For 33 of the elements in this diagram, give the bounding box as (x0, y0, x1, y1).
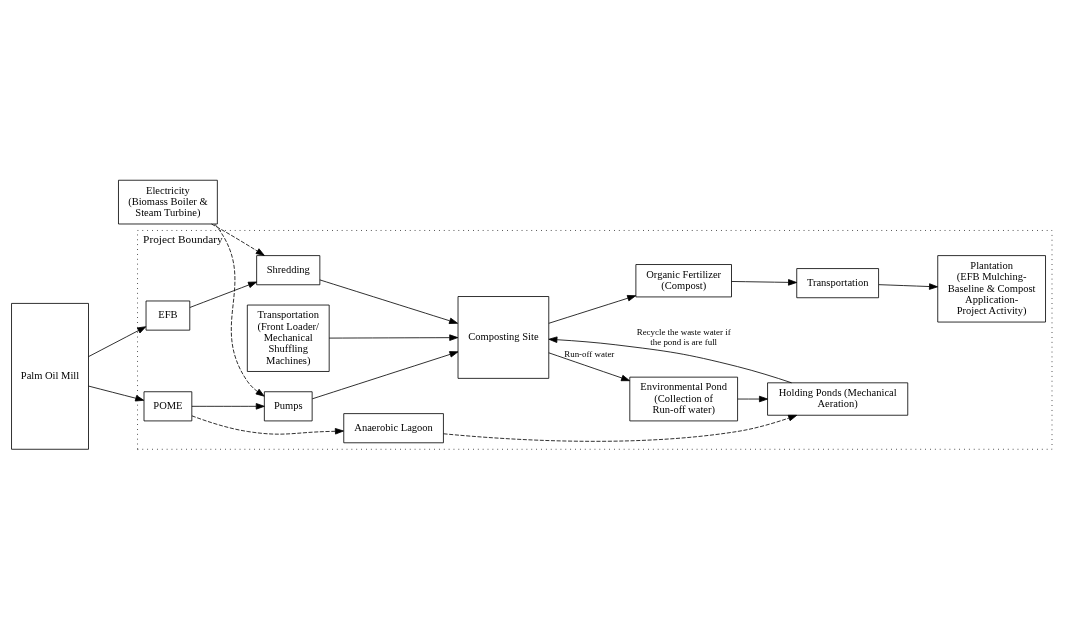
arrow (88, 385, 145, 401)
node-box: Environmental Pond (Collection of Run-off water) (629, 376, 738, 421)
arrow (191, 414, 344, 435)
arrow (548, 294, 637, 324)
edge-label: Recycle the waste water if the pond is are full (636, 326, 731, 347)
node-box: Holding Ponds (Mechanical Aeration) (767, 381, 909, 416)
edge-label: Run-off water (564, 348, 615, 359)
node-box: Palm Oil Mill (11, 302, 89, 450)
node-box: Composting Site (457, 295, 550, 379)
node-box: Shredding (256, 254, 321, 285)
arrow (211, 223, 265, 256)
arrow (311, 350, 459, 399)
node-box: Anaerobic Lagoon (343, 412, 444, 443)
arrow (328, 333, 459, 341)
node-box: POME (143, 390, 193, 421)
arrow (731, 278, 797, 286)
arrow (548, 351, 631, 381)
node-box: Electricity (Biomass Boiler & Steam Turbine) (118, 179, 218, 224)
arrow (737, 395, 768, 402)
arrow (878, 282, 938, 290)
node-box: Transportation (Front Loader/ Mechanical Shuffling Machines) (246, 304, 330, 372)
node-box: Transportation (796, 267, 879, 298)
arrow (189, 281, 257, 308)
arrow (214, 223, 265, 397)
arrow (88, 325, 147, 357)
node-box: Pumps (263, 390, 313, 421)
arrow (191, 402, 265, 410)
node-box: EFB (145, 300, 191, 331)
arrow (443, 414, 798, 442)
arrow (548, 335, 792, 383)
node-box: Plantation (EFB Mulching- Baseline & Compost Application- Project Activity) (937, 254, 1046, 322)
arrow (319, 279, 459, 324)
node-box: Organic Fertilizer (Compost) (635, 263, 732, 297)
